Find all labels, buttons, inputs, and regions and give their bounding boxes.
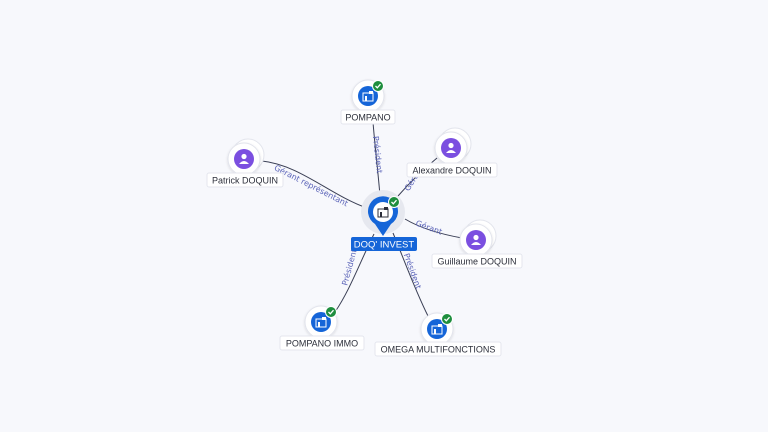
node-label-box [406, 162, 498, 178]
node-alexandre[interactable]: Alexandre DOQUIN [406, 127, 498, 178]
edge-label-patrick: Gérant représentant [273, 162, 350, 208]
node-patrick[interactable]: Patrick DOQUIN [206, 138, 284, 188]
company-icon [315, 317, 327, 328]
center-label-box [351, 237, 417, 251]
edge-patrick [261, 160, 368, 209]
node-label-box [431, 253, 523, 269]
edge-label-omega: Président [402, 252, 424, 290]
node-label: POMPANO [345, 113, 390, 123]
node-pompano[interactable]: POMPANO [340, 79, 396, 125]
nodes-layer: POMPANO Alexandre DOQUIN Patrick DOQUIN Gui… [206, 79, 523, 357]
node-label-box [340, 109, 396, 125]
node-label: OMEGA MULTIFONCTIONS [381, 345, 496, 355]
node-label: Alexandre DOQUIN [412, 166, 491, 176]
edge-label-pompano-immo: Président [339, 248, 358, 287]
company-icon [431, 324, 443, 335]
node-guillaume[interactable]: Guillaume DOQUIN [431, 219, 523, 269]
person-icon [446, 142, 456, 153]
verified-badge-icon [388, 196, 400, 208]
node-label: Guillaume DOQUIN [437, 257, 516, 267]
node-label-box [279, 335, 365, 351]
edge-guillaume [404, 218, 463, 239]
edge-label-guillaume: Gérant [414, 218, 443, 237]
center-label: DOQ' INVEST [354, 240, 415, 251]
verified-badge-icon [372, 80, 384, 92]
node-label: Patrick DOQUIN [212, 176, 278, 186]
node-omega[interactable]: OMEGA MULTIFONCTIONS [374, 312, 502, 357]
node-label: POMPANO IMMO [286, 339, 358, 349]
edge-label-pompano: Président [371, 136, 385, 174]
center-node[interactable]: DOQ' INVEST [351, 190, 417, 251]
node-pompano-immo[interactable]: POMPANO IMMO [279, 305, 365, 351]
company-icon [362, 91, 374, 102]
verified-badge-icon [441, 313, 453, 325]
node-label-box [374, 341, 502, 357]
company-icon [377, 207, 389, 218]
node-label-box [206, 172, 284, 188]
verified-badge-icon [325, 306, 337, 318]
person-icon [471, 234, 481, 245]
person-icon [239, 153, 249, 164]
